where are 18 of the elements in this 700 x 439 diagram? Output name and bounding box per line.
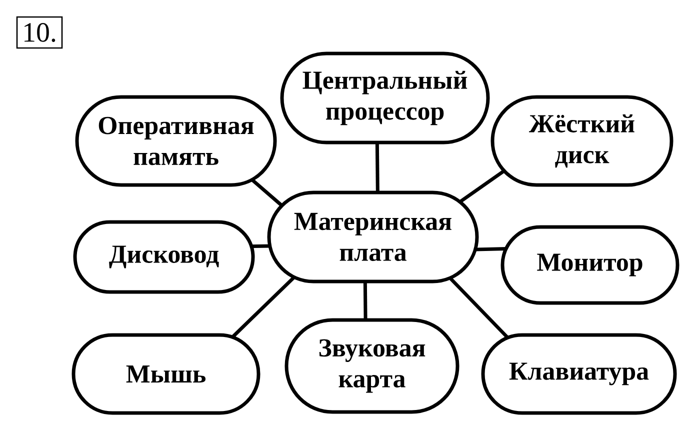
rounded-box: Монитор [500,225,680,305]
rounded-box: Клавиатура [481,333,677,415]
connector-line [475,246,506,252]
rounded-box: Оперативная память [75,95,277,187]
rounded-box: Центральный процессор [280,52,490,144]
rounded-box: Мышь [72,333,260,415]
connector-line [251,244,270,248]
connector-line [375,142,380,192]
problem-number: 10. [16,16,63,49]
rounded-box: Дисковод [73,220,255,294]
connector-line [250,178,284,207]
connector-line [458,169,506,204]
connector-line [231,276,296,338]
rounded-box: Звуковая карта [284,318,460,414]
connector-line [448,276,510,339]
rounded-box: Жёсткий диск [490,95,674,187]
rounded-box: Материнская плата [267,190,479,284]
connector-line [363,281,368,320]
